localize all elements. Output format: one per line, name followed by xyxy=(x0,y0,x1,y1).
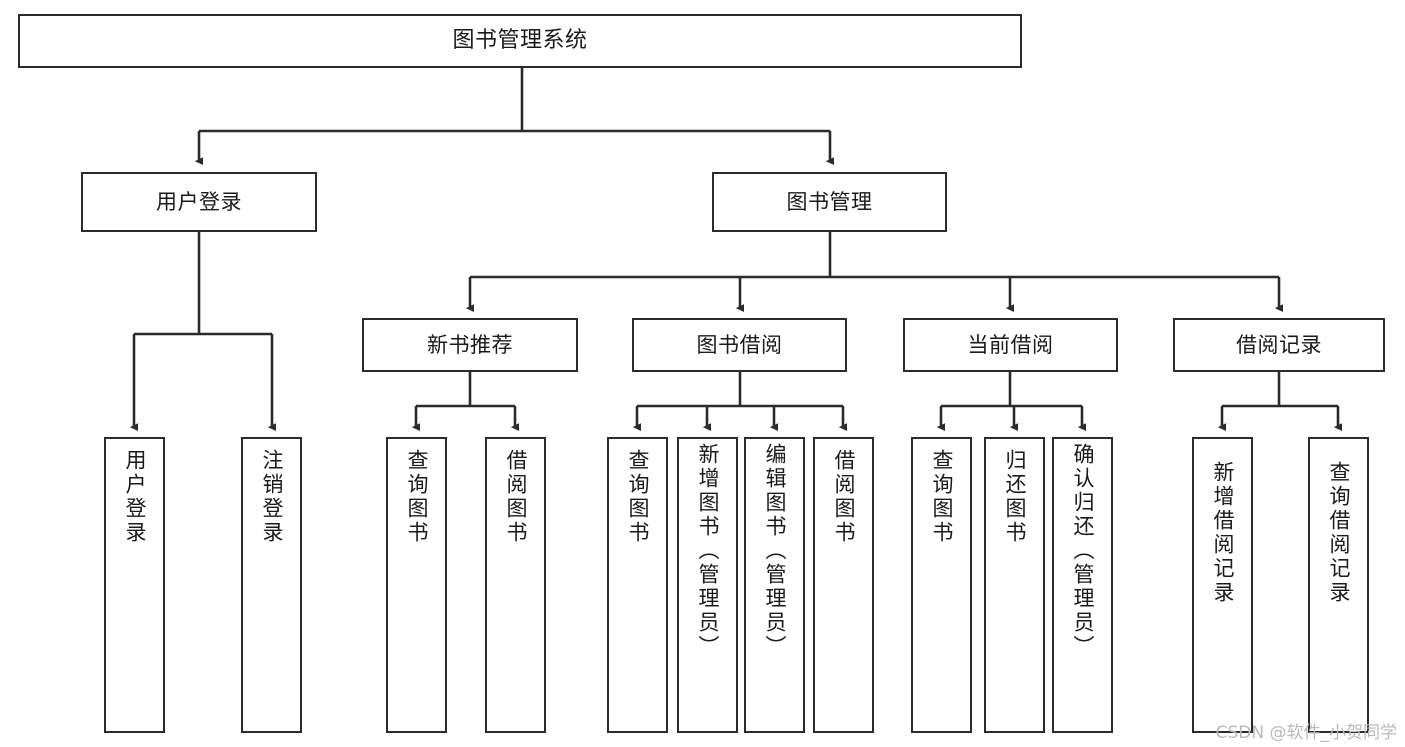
node-leaf-confirm-return[interactable]: 确认归还（管理员） xyxy=(1052,437,1113,733)
node-leaf-edit-book-admin[interactable]: 编辑图书（管理员） xyxy=(744,437,805,733)
node-leaf-edit-book-admin-label: 编辑图书（管理员） xyxy=(763,443,787,659)
node-root[interactable]: 图书管理系统 xyxy=(18,14,1022,68)
node-leaf-query-book-1[interactable]: 查询图书 xyxy=(386,437,447,733)
node-book-management[interactable]: 图书管理 xyxy=(712,172,947,232)
node-current-borrow-label: 当前借阅 xyxy=(967,332,1054,357)
node-leaf-return-book-label: 归还图书 xyxy=(1003,449,1027,545)
node-book-borrow-label: 图书借阅 xyxy=(696,332,783,357)
node-leaf-add-book-admin-label: 新增图书（管理员） xyxy=(696,443,720,659)
node-book-borrow[interactable]: 图书借阅 xyxy=(632,318,847,372)
node-user-login-label: 用户登录 xyxy=(156,189,242,214)
node-leaf-query-book-2-label: 查询图书 xyxy=(626,449,650,545)
node-leaf-borrow-book-2[interactable]: 借阅图书 xyxy=(813,437,874,733)
node-new-book-recommend[interactable]: 新书推荐 xyxy=(362,318,578,372)
node-user-login[interactable]: 用户登录 xyxy=(81,172,317,232)
node-current-borrow[interactable]: 当前借阅 xyxy=(903,318,1118,372)
node-leaf-query-book-2[interactable]: 查询图书 xyxy=(607,437,668,733)
node-root-label: 图书管理系统 xyxy=(452,28,588,54)
node-leaf-user-login-label: 用户登录 xyxy=(123,449,147,545)
csdn-watermark: CSDN @软件_小贺同学 xyxy=(1215,723,1397,743)
node-leaf-confirm-return-label: 确认归还（管理员） xyxy=(1071,443,1095,659)
node-leaf-query-borrow-record-label: 查询借阅记录 xyxy=(1327,461,1351,605)
node-leaf-add-book-admin[interactable]: 新增图书（管理员） xyxy=(677,437,738,733)
node-leaf-return-book[interactable]: 归还图书 xyxy=(984,437,1045,733)
node-leaf-query-book-3[interactable]: 查询图书 xyxy=(911,437,972,733)
node-leaf-query-book-3-label: 查询图书 xyxy=(930,449,954,545)
node-leaf-user-logout-label: 注销登录 xyxy=(260,449,284,545)
node-book-management-label: 图书管理 xyxy=(786,189,873,214)
node-leaf-user-logout[interactable]: 注销登录 xyxy=(241,437,302,733)
node-new-book-recommend-label: 新书推荐 xyxy=(427,332,513,357)
node-leaf-query-borrow-record[interactable]: 查询借阅记录 xyxy=(1308,437,1369,733)
node-leaf-borrow-book-2-label: 借阅图书 xyxy=(832,449,856,545)
node-borrow-record-label: 借阅记录 xyxy=(1236,332,1322,357)
node-leaf-query-book-1-label: 查询图书 xyxy=(405,449,429,545)
node-leaf-add-borrow-record[interactable]: 新增借阅记录 xyxy=(1192,437,1253,733)
node-leaf-add-borrow-record-label: 新增借阅记录 xyxy=(1211,461,1235,605)
node-leaf-borrow-book-1[interactable]: 借阅图书 xyxy=(485,437,546,733)
node-leaf-borrow-book-1-label: 借阅图书 xyxy=(504,449,528,545)
node-borrow-record[interactable]: 借阅记录 xyxy=(1173,318,1385,372)
node-leaf-user-login[interactable]: 用户登录 xyxy=(104,437,165,733)
